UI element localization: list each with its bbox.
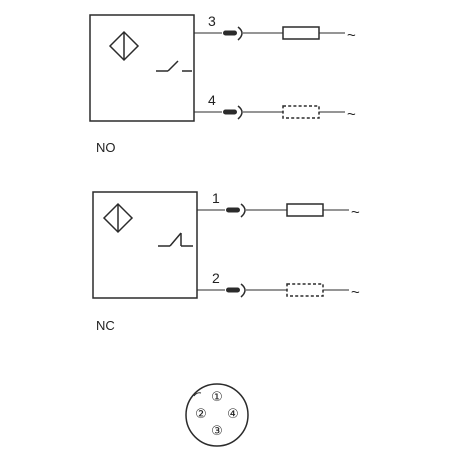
- no-wire-1: 3 ~: [194, 13, 356, 44]
- no-wire-1-socket: [237, 26, 243, 41]
- no-diagram: 3 ~ 4 ~ NO: [89, 13, 356, 155]
- nc-wire-2: 2 ~: [197, 270, 360, 301]
- connector-outline: [185, 383, 249, 447]
- no-wire-1-plug: [223, 30, 237, 36]
- nc-wire-1-pin-number: 1: [212, 190, 220, 206]
- no-wire-2-plug: [223, 109, 237, 115]
- nc-wire-2-pin-number: 2: [212, 270, 220, 286]
- nc-wire-2-socket: [240, 283, 246, 298]
- no-wire-2: 4 ~: [194, 92, 356, 123]
- connector-pin-1: ①: [211, 389, 223, 404]
- nc-wire-1-socket: [240, 203, 246, 218]
- no-label: NO: [96, 140, 116, 155]
- connector-key-notch-icon: [193, 392, 202, 397]
- nc-sensor-box: [92, 191, 198, 299]
- nc-wire-1-plug: [226, 207, 240, 213]
- nc-sensor-symbol-icon: [102, 202, 134, 234]
- no-wire-1-ac-symbol: ~: [347, 27, 356, 44]
- no-wire-2-load-dashed: [282, 105, 320, 119]
- nc-wire-1-ac-symbol: ~: [351, 204, 360, 221]
- nc-label: NC: [96, 318, 115, 333]
- nc-wire-1: 1 ~: [197, 190, 360, 221]
- nc-contact-symbol-icon: [158, 232, 193, 247]
- no-sensor-box: [89, 14, 195, 122]
- no-sensor-symbol-icon: [108, 30, 140, 62]
- no-wire-1-load-resistor: [282, 26, 320, 40]
- no-wire-2-pin-number: 4: [208, 92, 216, 108]
- nc-wire-2-plug: [226, 287, 240, 293]
- connector-pin-4: ④: [227, 406, 239, 421]
- connector-pinout: ① ② ③ ④: [185, 383, 249, 447]
- nc-wire-1-load-resistor: [286, 203, 324, 217]
- nc-wire-2-load-dashed: [286, 283, 324, 297]
- no-wire-1-pin-number: 3: [208, 13, 216, 29]
- nc-diagram: 1 ~ 2 ~ NC: [92, 190, 360, 333]
- no-wire-2-socket: [237, 105, 243, 120]
- no-wire-2-ac-symbol: ~: [347, 106, 356, 123]
- no-contact-symbol-icon: [156, 60, 192, 72]
- connector-pin-2: ②: [195, 406, 207, 421]
- connector-pin-3: ③: [211, 423, 223, 438]
- nc-wire-2-ac-symbol: ~: [351, 284, 360, 301]
